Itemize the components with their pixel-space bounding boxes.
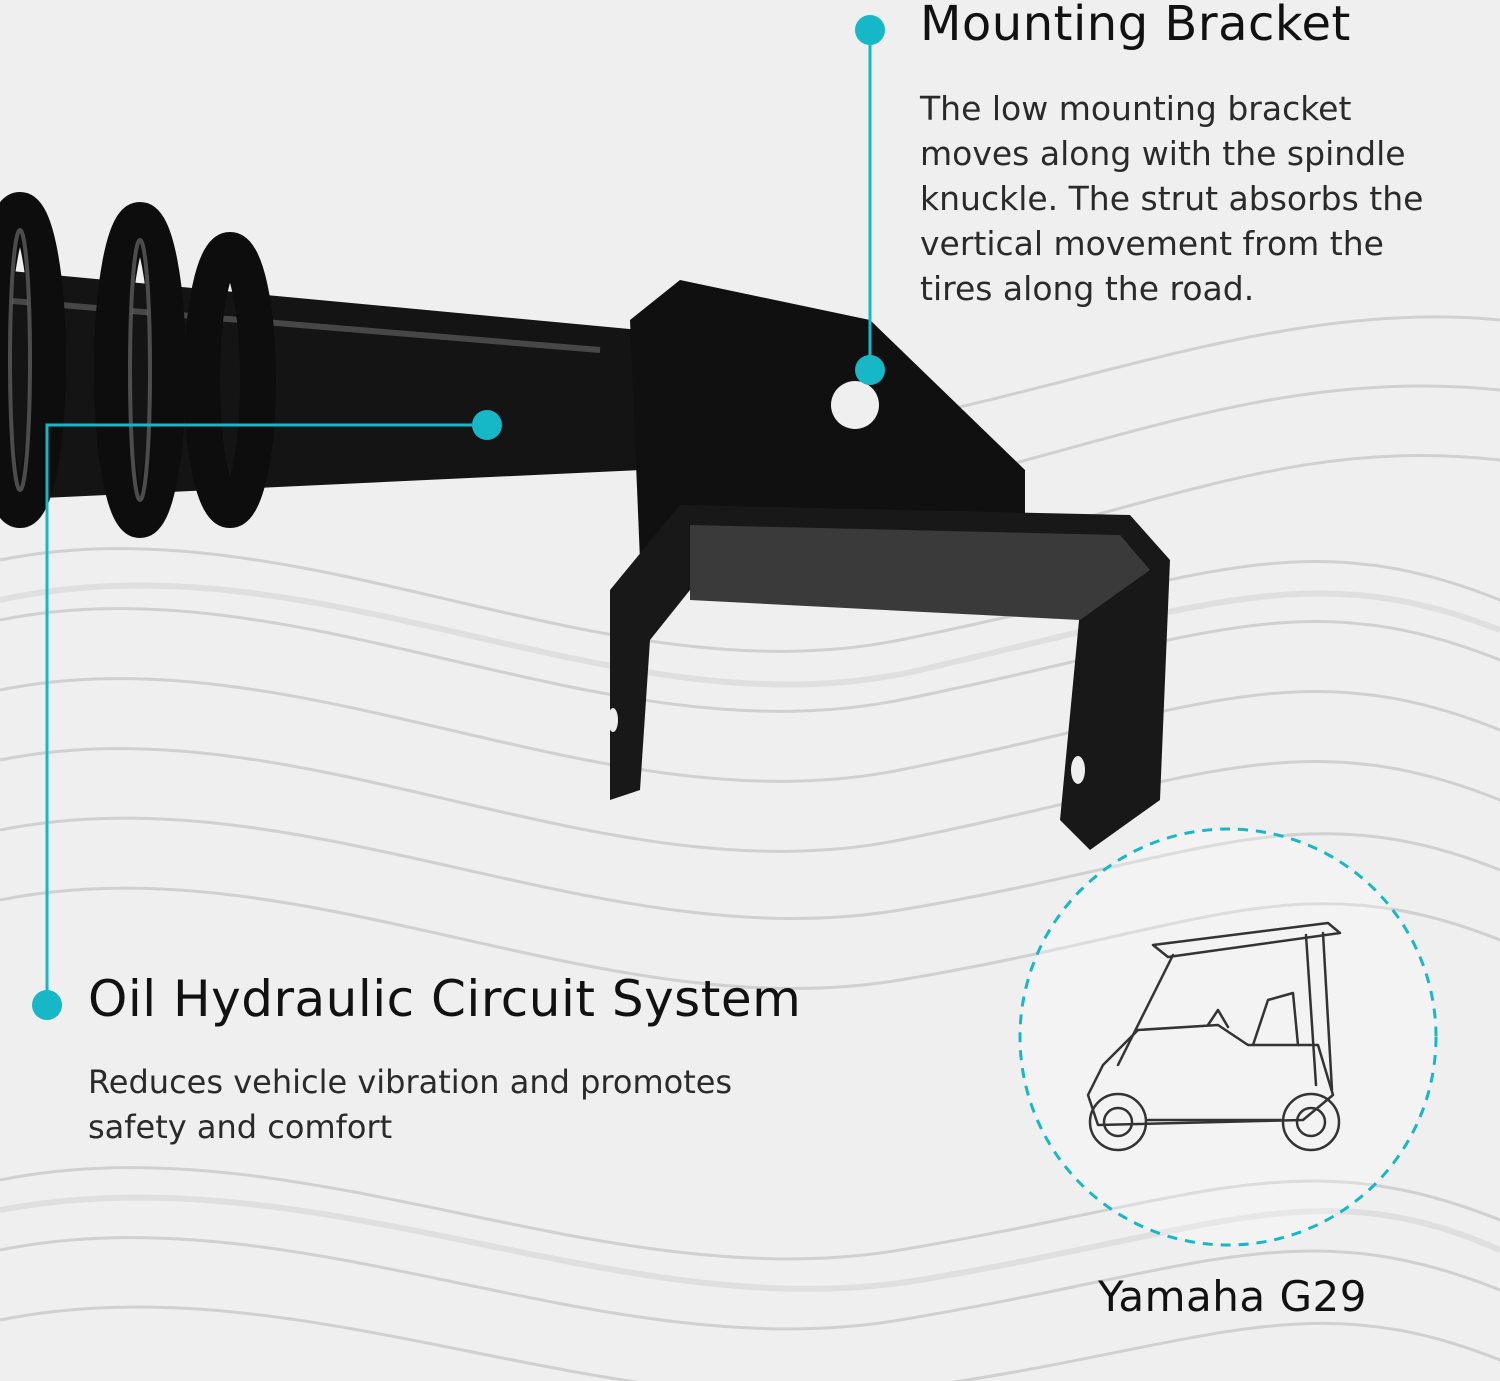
bracket-top-dot — [855, 15, 885, 45]
model-label: Yamaha G29 — [1098, 1272, 1367, 1321]
mounting-bracket-title: Mounting Bracket — [920, 0, 1351, 52]
mounting-bracket-description: The low mounting bracket moves along wit… — [920, 89, 1424, 308]
bracket-hole-dot — [855, 355, 885, 385]
hydraulic-system-description: Reduces vehicle vibration and promotes s… — [88, 1063, 733, 1146]
hydraulic-system-title: Oil Hydraulic Circuit System — [88, 970, 802, 1028]
coil-spring — [0, 192, 276, 538]
golf-cart-icon — [1086, 921, 1342, 1152]
shaft-dot — [472, 410, 502, 440]
bracket-plate — [630, 280, 1025, 560]
hydraulic-dot — [32, 990, 62, 1020]
